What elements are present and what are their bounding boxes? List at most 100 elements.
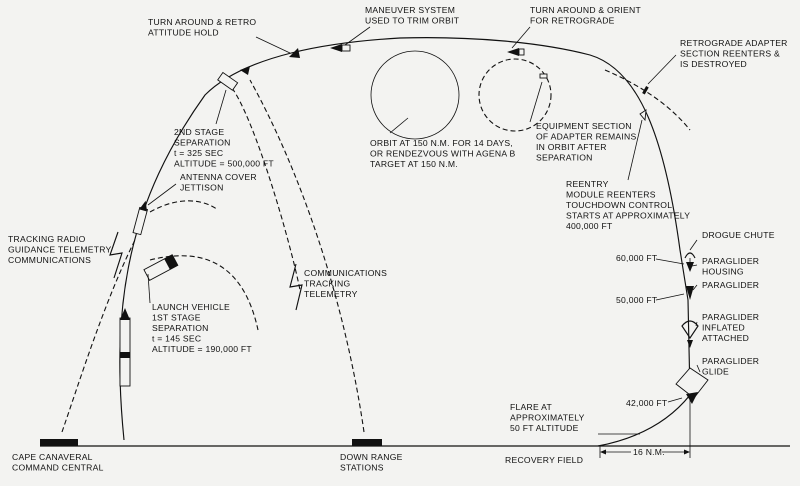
- lightning-right: [289, 263, 303, 311]
- spacecraft-hold-icon: [289, 48, 300, 58]
- label-line: SEPARATION: [174, 138, 231, 148]
- label-line: t = 325 SEC: [174, 148, 223, 158]
- distance-label: 16 N.M.: [633, 447, 665, 457]
- paraglider-glide-icon: [675, 367, 709, 404]
- label-line: MANEUVER SYSTEM: [365, 5, 455, 15]
- label-line: JETTISON: [180, 183, 224, 193]
- paraglider-50k-icon: [686, 286, 694, 300]
- label-line: OF ADAPTER REMAINS: [536, 132, 636, 142]
- leader-paraglider: [692, 284, 698, 291]
- label-line: RETROGRADE ADAPTER: [680, 38, 788, 48]
- label-line: 2ND STAGE: [174, 127, 224, 137]
- label-line: ALTITUDE = 500,000 FT: [174, 159, 274, 169]
- label-line: TRACKING: [304, 279, 350, 289]
- label-line: ORBIT AT 150 N.M. FOR 14 DAYS,: [370, 138, 513, 148]
- label-line: t = 145 SEC: [152, 334, 201, 344]
- label-line: APPROXIMATELY: [510, 413, 585, 423]
- leader-maneuver: [344, 26, 371, 46]
- leader-retro-adapter: [647, 54, 677, 85]
- leader-60k: [655, 258, 685, 265]
- leader-antenna: [147, 183, 177, 206]
- label-line: COMMAND CENTRAL: [12, 463, 104, 473]
- label-recovery: RECOVERY FIELD: [505, 455, 583, 465]
- label-line: TELEMETRY: [304, 289, 358, 299]
- maneuver-spacecraft-icon: [330, 44, 351, 52]
- leader-retro: [255, 36, 291, 54]
- label-line: TURN AROUND & RETRO: [148, 17, 256, 27]
- label-line: MODULE REENTERS: [566, 190, 656, 200]
- label-line: PARAGLIDER: [702, 312, 759, 322]
- retro-adapter-arc: [604, 69, 691, 131]
- label-line: ATTACHED: [702, 333, 749, 343]
- leader-glide: [696, 364, 701, 373]
- label-line: LAUNCH VEHICLE: [152, 302, 230, 312]
- first-stage-icon: [143, 254, 179, 281]
- downrange-comm-link: [249, 79, 365, 433]
- launch-vehicle-icon: [119, 308, 131, 387]
- reentry-module-icon: [639, 109, 647, 122]
- label-line: ANTENNA COVER: [180, 172, 257, 182]
- label-line: 50 FT ALTITUDE: [510, 423, 579, 433]
- equipment-section-icon: [539, 73, 548, 79]
- label-orbit: ORBIT AT 150 N.M. FOR 14 DAYS,OR RENDEZV…: [370, 138, 515, 169]
- flight-trajectory: [119, 37, 691, 441]
- cape-comm-link: [61, 239, 136, 433]
- label-drogue: DROGUE CHUTE: [702, 230, 775, 240]
- label-line: TARGET AT 150 N.M.: [370, 159, 458, 169]
- label-line: SEPARATION: [536, 153, 593, 163]
- label-line: PARAGLIDER: [702, 280, 759, 290]
- glide-path: [597, 394, 691, 447]
- label-line: GLIDE: [702, 367, 729, 377]
- leader-launch: [147, 273, 151, 304]
- label-line: FLARE AT: [510, 402, 552, 412]
- second-stage-icon: [217, 71, 239, 91]
- downrange-station: [352, 439, 382, 446]
- second-stage-arc: [231, 87, 301, 291]
- label-line: STATIONS: [340, 463, 384, 473]
- paraglider-inflated-icon: [681, 320, 699, 348]
- orient-spacecraft-icon: [507, 48, 525, 56]
- label-line: HOUSING: [702, 267, 744, 277]
- label-line: DROGUE CHUTE: [702, 230, 775, 240]
- label-line: ALTITUDE = 190,000 FT: [152, 344, 252, 354]
- label-line: REENTRY: [566, 179, 609, 189]
- leader-42k: [667, 397, 683, 403]
- leader-reentry: [627, 119, 643, 181]
- label-line: TURN AROUND & ORIENT: [530, 5, 641, 15]
- lightning-left: [109, 231, 123, 279]
- label-line: COMMUNICATIONS: [304, 268, 387, 278]
- antenna-vehicle-icon: [132, 200, 149, 236]
- label-line: DOWN RANGE: [340, 452, 403, 462]
- label-line: SECTION REENTERS &: [680, 49, 780, 59]
- cape-station: [40, 439, 78, 446]
- label-line: COMMUNICATIONS: [8, 255, 91, 265]
- equipment-orbit-circle: [478, 58, 552, 132]
- label-line: PARAGLIDER: [702, 356, 759, 366]
- label-line: 1ST STAGE: [152, 313, 201, 323]
- leader-inflated: [695, 321, 698, 327]
- label-line: OR RENDEZVOUS WITH AGENA B: [370, 149, 515, 159]
- distance-dimension: [599, 400, 691, 458]
- orbit-circle: [370, 50, 460, 140]
- label-line: RECOVERY FIELD: [505, 455, 583, 465]
- label-line: USED TO TRIM ORBIT: [365, 16, 460, 26]
- leader-second-stage: [215, 89, 227, 125]
- retro-adapter-icon: [642, 86, 649, 95]
- label-line: ATTITUDE HOLD: [148, 28, 219, 38]
- label-line: TOUCHDOWN CONTROL: [566, 200, 672, 210]
- label-line: STARTS AT APPROXIMATELY: [566, 211, 690, 221]
- label-line: IS DESTROYED: [680, 59, 747, 69]
- label-paraglider: PARAGLIDER: [702, 280, 759, 290]
- label-line: INFLATED: [702, 323, 745, 333]
